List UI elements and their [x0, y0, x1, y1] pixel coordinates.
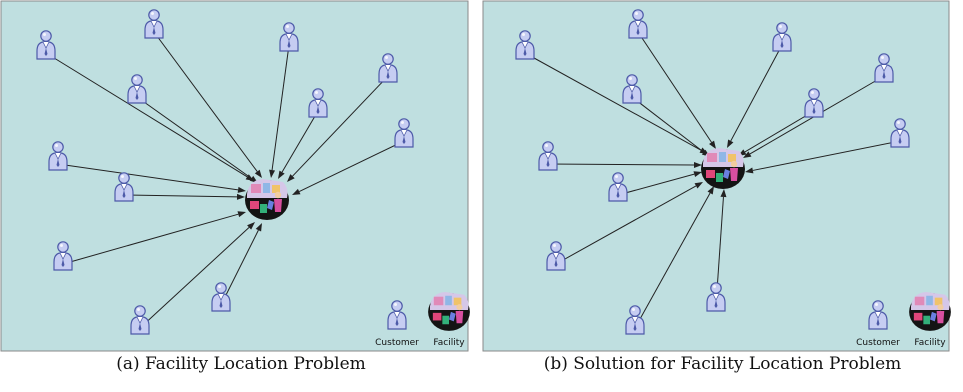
customer-link-12: [220, 223, 262, 306]
customer-link-3: [269, 44, 290, 178]
customer-person-icon-8: [538, 141, 558, 171]
customer-person-icon-6: [308, 88, 328, 118]
customer-link-9: [617, 171, 702, 196]
customer-link-7: [745, 140, 901, 174]
customer-link-6: [278, 110, 319, 179]
customer-link-10: [555, 182, 703, 265]
customer-person-icon-9: [114, 172, 134, 202]
legend-facility-shop-icon: [909, 291, 951, 331]
customer-link-11: [139, 222, 255, 329]
legend-facility-label: Facility: [914, 338, 946, 348]
customer-person-icon-3: [279, 22, 299, 52]
customer-person-icon-4: [378, 53, 398, 83]
customer-person-icon-2: [628, 9, 648, 39]
customer-link-2: [637, 31, 716, 149]
customer-link-11: [634, 186, 714, 329]
panel-b-diagram: Customer Facility: [482, 0, 951, 352]
customer-link-7: [292, 140, 405, 195]
facility-shop-icon: [701, 148, 745, 189]
caption-b: (b) Solution for Facility Location Probl…: [543, 354, 902, 374]
customer-link-2: [153, 31, 262, 178]
customer-person-icon-5: [127, 74, 147, 104]
customer-link-10: [62, 211, 246, 265]
customer-link-9: [123, 193, 245, 200]
customer-person-icon-3: [772, 22, 792, 52]
panel-a-diagram: Customer Facility: [0, 0, 470, 352]
legend-customer-person-icon: [387, 300, 407, 330]
customer-person-icon-6: [804, 88, 824, 118]
customer-person-icon-11: [130, 305, 150, 335]
customer-link-8: [57, 163, 246, 193]
legend-customer-person-icon: [868, 300, 888, 330]
customer-person-icon-12: [211, 282, 231, 312]
legend-facility-shop-icon: [428, 291, 470, 331]
caption-a: (a) Facility Location Problem: [116, 354, 366, 374]
customer-person-icon-1: [515, 30, 535, 60]
customer-person-icon-4: [874, 53, 894, 83]
customer-person-icon-5: [622, 74, 642, 104]
customer-person-icon-7: [890, 118, 910, 148]
customer-person-icon-11: [625, 305, 645, 335]
legend-customer-label: Customer: [375, 338, 419, 348]
customer-person-icon-9: [608, 172, 628, 202]
diagram-background: [0, 0, 469, 352]
customer-person-icon-12: [706, 282, 726, 312]
customer-link-8: [547, 161, 702, 168]
customer-person-icon-8: [48, 141, 68, 171]
legend-customer-label: Customer: [856, 338, 900, 348]
facility-shop-icon: [245, 179, 289, 220]
customer-person-icon-10: [53, 241, 73, 271]
customer-person-icon-2: [144, 9, 164, 39]
legend-facility-label: Facility: [433, 338, 465, 348]
customer-person-icon-1: [36, 30, 56, 60]
customer-link-4: [287, 75, 389, 182]
customer-person-icon-7: [394, 118, 414, 148]
customer-link-3: [727, 44, 783, 148]
customer-person-icon-10: [546, 241, 566, 271]
